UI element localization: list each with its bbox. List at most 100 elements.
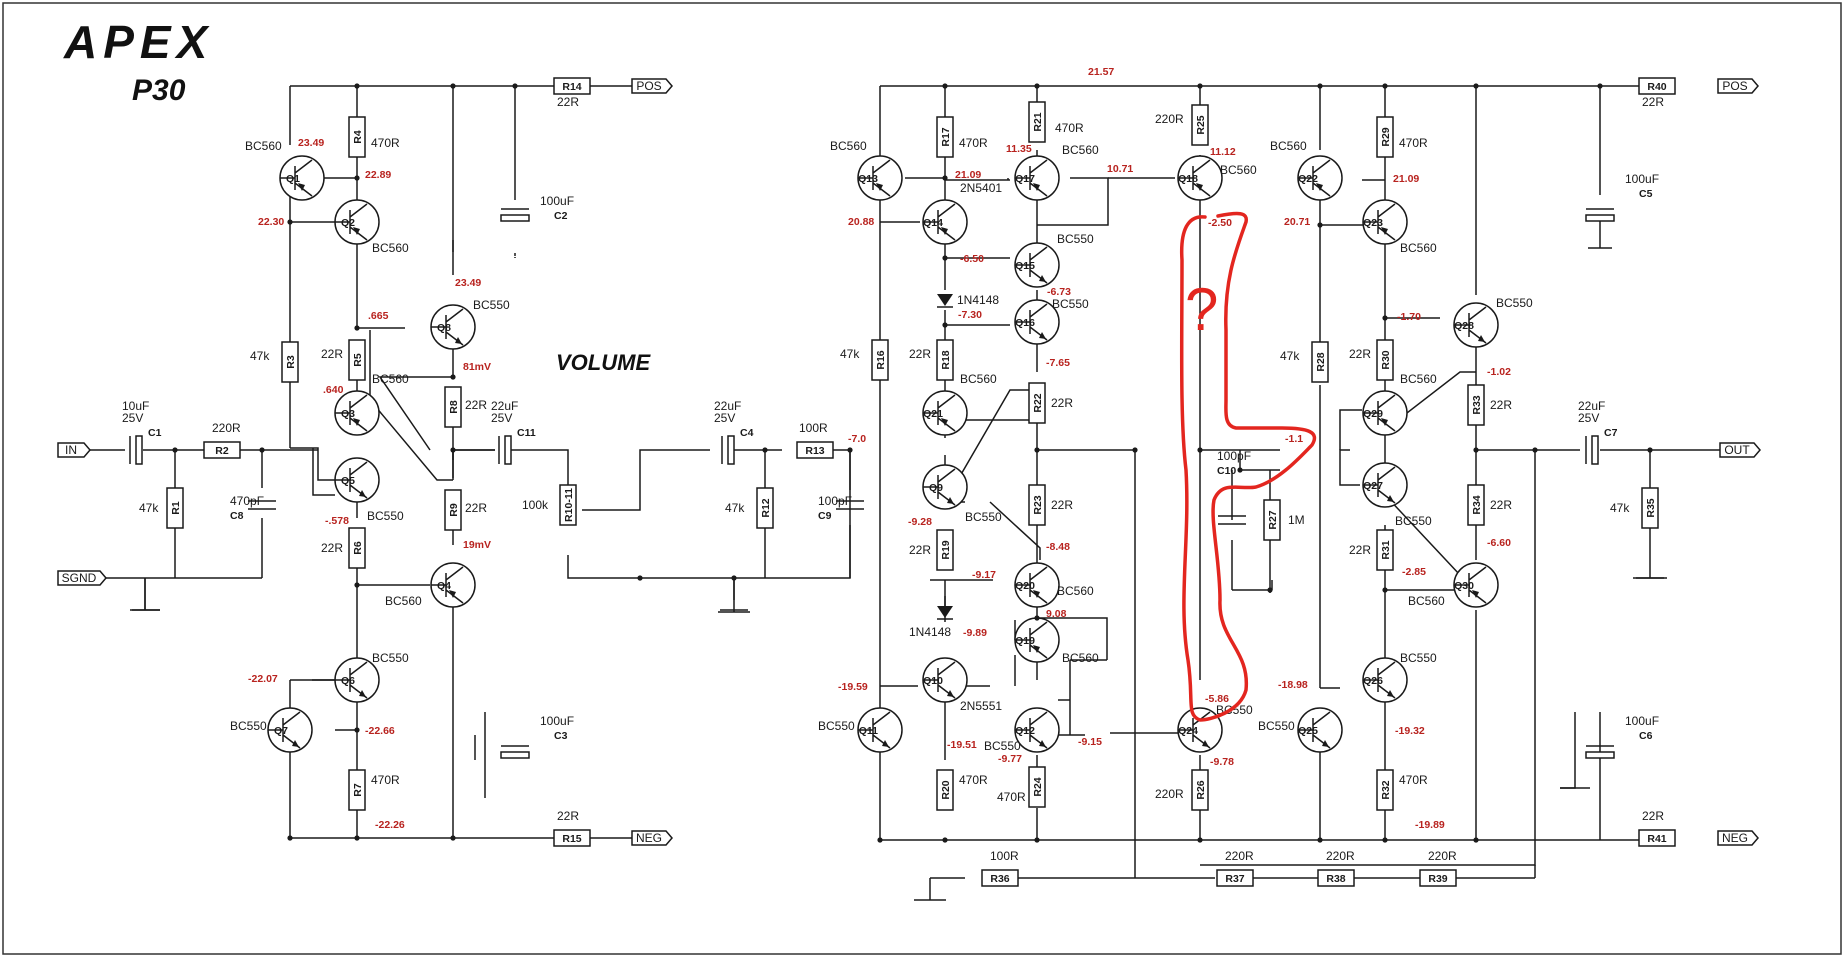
transistor-leads <box>431 566 464 604</box>
brand-logo: APEX <box>63 16 213 68</box>
capacitor-value: 22uF <box>1578 399 1605 413</box>
port-neg-l: NEG <box>631 830 673 846</box>
resistor-ref: R39 <box>1428 873 1447 885</box>
resistor-value: 47k <box>725 501 745 515</box>
resistor-ref: R6 <box>352 541 364 555</box>
resistor-value: 22R <box>1051 396 1073 410</box>
transistor-leads <box>335 394 368 432</box>
transistor-leads <box>923 661 956 699</box>
emitter-arrow <box>1033 183 1040 191</box>
junction-dot <box>450 835 456 841</box>
transistor-type: BC560 <box>1062 651 1099 665</box>
resistor-body <box>1263 499 1281 541</box>
emitter-arrow <box>353 418 360 426</box>
transistor-type: 2N5401 <box>960 181 1002 195</box>
resistor-ref: R5 <box>352 353 364 367</box>
resistor-value: 220R <box>1155 787 1184 801</box>
emitter-arrow <box>1472 590 1479 598</box>
voltage-reading: -7.30 <box>958 309 982 321</box>
capacitor-ref: C2 <box>554 210 568 222</box>
wires <box>60 85 1720 901</box>
junction-dot <box>512 83 518 89</box>
resistor-body <box>1191 769 1209 811</box>
resistor-ref: R18 <box>940 350 952 369</box>
capacitor-value: 22uF <box>491 399 518 413</box>
emitter-arrow <box>455 337 462 344</box>
junction-dot <box>354 835 360 841</box>
emitter-arrow <box>1039 332 1046 339</box>
capacitor-value: 100uF <box>1625 172 1659 186</box>
port-label: POS <box>636 79 661 93</box>
transistor-ref: Q7 <box>274 725 288 737</box>
voltage-reading: -7.0 <box>848 433 866 445</box>
resistor-body <box>444 489 462 531</box>
voltage-reading: -9.78 <box>1210 756 1234 768</box>
resistor-value: 47k <box>250 349 270 363</box>
transistor-type: BC560 <box>960 372 997 386</box>
resistor-value: 22R <box>465 501 487 515</box>
capacitor-ref: C3 <box>554 730 568 742</box>
transistor-ref: Q20 <box>1015 580 1035 592</box>
port-label: NEG <box>636 831 662 845</box>
components: Q1BC560Q2BC560Q3BC560Q4BC560Q5BC550Q6BC5… <box>57 77 1761 887</box>
junction-dot <box>1197 837 1203 843</box>
junction-dot <box>942 83 948 89</box>
resistor-value: 100R <box>799 421 828 435</box>
resistor-ref: R26 <box>1195 780 1207 799</box>
junction-dot <box>450 447 456 453</box>
capacitor-voltage: 25V <box>1578 411 1599 425</box>
voltage-reading: 19mV <box>463 539 491 551</box>
resistor-value: 47k <box>840 347 860 361</box>
resistor-body <box>1638 77 1676 95</box>
resistor-value: 22R <box>321 541 343 555</box>
junction-dot <box>1473 83 1479 89</box>
port-shape <box>57 442 91 458</box>
junction-dot <box>942 255 948 261</box>
voltage-reading: -22.66 <box>365 725 395 737</box>
emitter-arrow <box>449 590 456 598</box>
voltage-annotations: 23.4922.8922.3023.49.66581mV.640-.57819m… <box>248 66 1511 831</box>
resistor-ref: R12 <box>760 498 772 517</box>
resistor-value: 220R <box>1225 849 1254 863</box>
voltage-reading: -19.89 <box>1415 819 1445 831</box>
resistor-value: 470R <box>371 773 400 787</box>
port-in: IN <box>57 442 91 458</box>
resistor-ref: R36 <box>990 873 1009 885</box>
resistor-body <box>1376 769 1394 811</box>
voltage-reading: -5.86 <box>1205 693 1229 705</box>
resistor-ref: R8 <box>448 400 460 414</box>
voltage-reading: .665 <box>368 310 389 322</box>
emitter-arrow <box>292 740 299 747</box>
red-annotation: ? <box>1179 211 1317 722</box>
voltage-reading: -9.28 <box>908 516 932 528</box>
emitter-arrow <box>359 490 366 497</box>
resistor-ref: R19 <box>940 540 952 559</box>
junction-dot <box>1317 837 1323 843</box>
resistor-ref: R13 <box>805 445 824 457</box>
resistor-body <box>1028 766 1046 808</box>
transistor-leads <box>1363 394 1396 432</box>
resistor-ref: R25 <box>1195 115 1207 134</box>
transistor-type: BC550 <box>230 719 267 733</box>
transistor-type: BC560 <box>1062 143 1099 157</box>
port-sgnd: SGND <box>57 570 107 586</box>
transistor-type: BC560 <box>1400 372 1437 386</box>
